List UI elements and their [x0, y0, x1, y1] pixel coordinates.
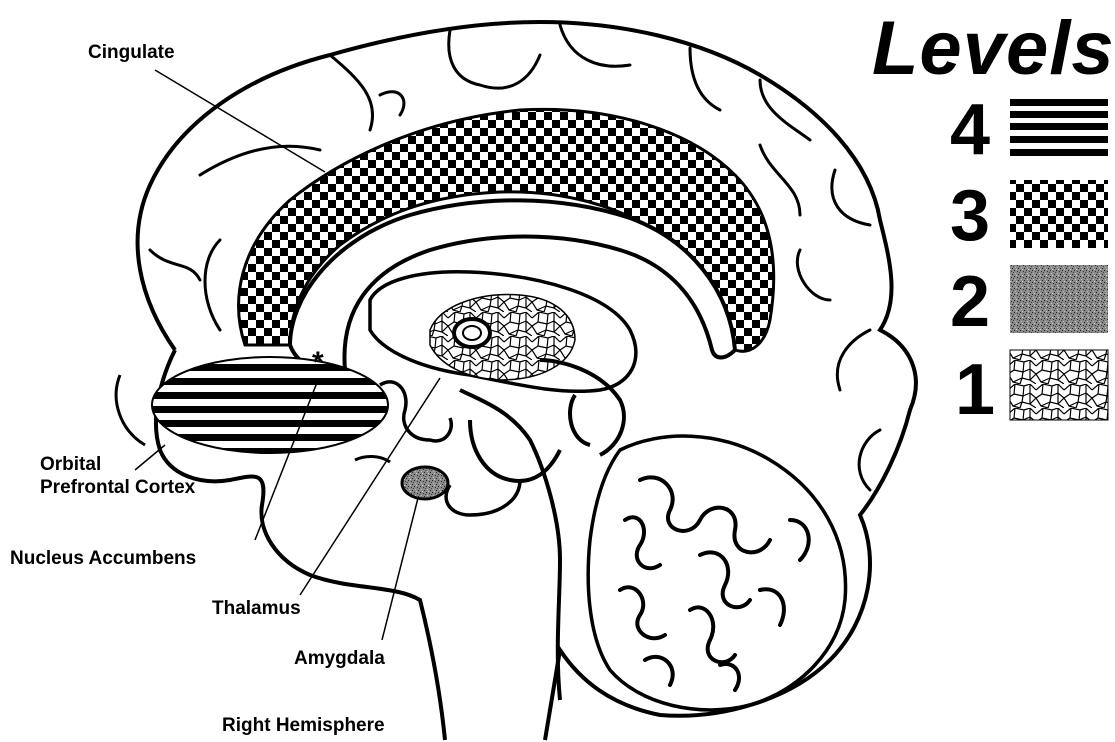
pons	[446, 480, 520, 515]
label-right-hemisphere: Right Hemisphere	[222, 715, 385, 737]
legend-level-1-number: 1	[955, 354, 995, 426]
label-cingulate: Cingulate	[88, 42, 175, 64]
legend-swatch-level-1	[1010, 350, 1108, 420]
legend-level-4-number: 4	[950, 94, 990, 166]
cerebellum-outline	[588, 436, 845, 710]
legend-title: Levels	[872, 6, 1115, 92]
orbital-leader	[135, 445, 165, 470]
legend-level-3-number: 3	[950, 180, 990, 252]
temporal-lobe-outline	[116, 375, 145, 445]
thalamus-region	[430, 295, 575, 380]
hypothalamus	[380, 382, 451, 441]
label-nucleus-accumbens: Nucleus Accumbens	[10, 548, 196, 570]
label-amygdala: Amygdala	[294, 648, 385, 670]
label-orbital-line1: Orbital	[40, 454, 101, 476]
label-thalamus: Thalamus	[212, 598, 301, 620]
cerebellum-folia	[620, 477, 809, 690]
thalamus-nucleus	[454, 319, 490, 347]
legend-swatch-level-2	[1010, 265, 1108, 333]
amygdala-leader	[382, 498, 418, 640]
amygdala-region	[402, 467, 448, 499]
legend-swatch-level-3	[1010, 180, 1108, 248]
legend-swatch-level-4	[1010, 99, 1108, 156]
accumbens-star-marker: *	[312, 348, 324, 378]
label-orbital-line2: Prefrontal Cortex	[40, 477, 195, 499]
legend-level-2-number: 2	[950, 266, 990, 338]
